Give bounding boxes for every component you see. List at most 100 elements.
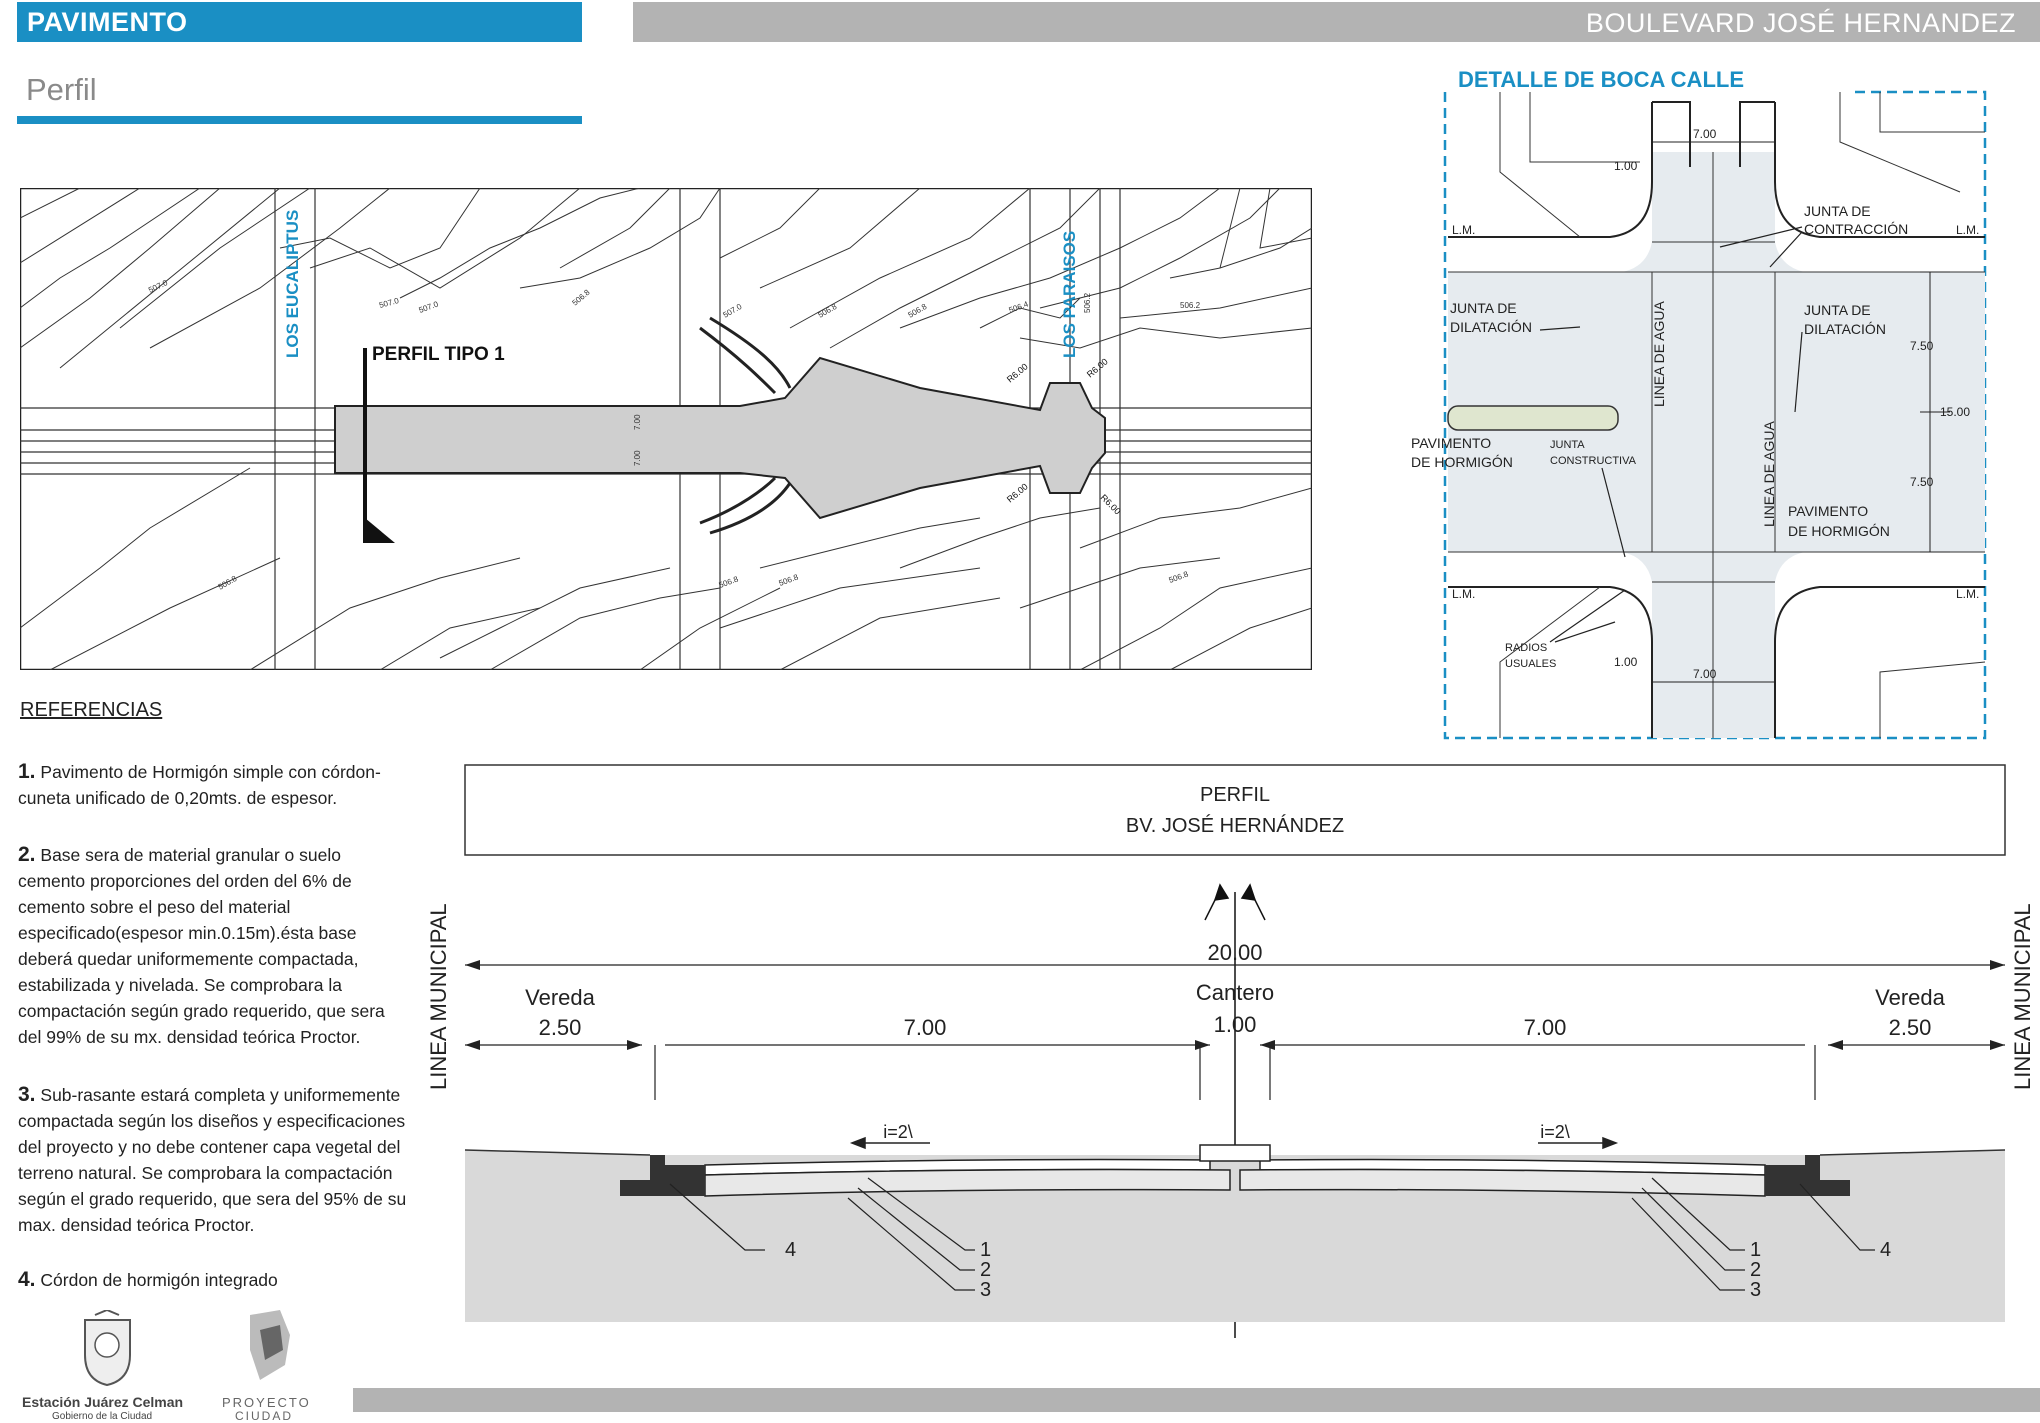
vereda-left-width: 2.50: [539, 1015, 582, 1040]
slope-left: i=2\: [883, 1122, 913, 1142]
curbs: [699, 316, 792, 535]
calzada-right-width: 7.00: [1524, 1015, 1567, 1040]
section-title-box: [464, 764, 2006, 856]
linea-municipal-right: LINEA MUNICIPAL: [2010, 903, 2035, 1090]
dim-top-offset: 1.00: [1614, 159, 1638, 173]
layer-label: 2: [1750, 1259, 1761, 1281]
reference-item: 1. Pavimento de Hormigón simple con córd…: [18, 759, 408, 811]
municipal-seal-icon: [84, 1310, 131, 1387]
reference-item: 2. Base sera de material granular o suel…: [18, 842, 408, 1050]
references-title: REFERENCIAS: [20, 699, 163, 721]
project-title: BOULEVARD JOSÉ HERNANDEZ: [1585, 8, 2016, 38]
layer-label: 1: [980, 1239, 991, 1261]
junta-constructiva-1: JUNTA: [1550, 439, 1585, 451]
plan-dim: 7.00: [633, 414, 642, 430]
logo-proyecto-name: PROYECTO: [222, 1395, 311, 1410]
pavimento-hormigon-r-1: PAVIMENTO: [1788, 503, 1868, 519]
corner-lots: [1448, 101, 1985, 738]
street-label-right: LOS PARAISOS: [1060, 231, 1079, 358]
vereda-right-label: Vereda: [1875, 985, 1945, 1010]
detail-dims: [1652, 141, 1950, 683]
layer-label: 1: [1750, 1239, 1761, 1261]
linea-agua-2: LINEA DE AGUA: [1761, 421, 1777, 527]
lm-label: L.M.: [1452, 587, 1475, 601]
detail-boca-calle: DETALLE DE BOCA CALLE: [1411, 67, 1987, 740]
linea-agua-1: LINEA DE AGUA: [1651, 301, 1667, 407]
plan-view: PERFIL TIPO 1 LOS EUCALIPTUS LOS PARAISO…: [20, 188, 1312, 670]
section-header: PAVIMENTO: [17, 2, 582, 42]
calzada-left-width: 7.00: [904, 1015, 947, 1040]
junta-contraccion-1: JUNTA DE: [1804, 203, 1871, 219]
reference-item: 4. Córdon de hormigón integrado: [18, 1267, 408, 1293]
base-layer-left: [704, 1168, 1231, 1197]
junta-dilatacion-r-1: JUNTA DE: [1804, 302, 1871, 318]
vereda-left-label: Vereda: [525, 985, 595, 1010]
reference-num: 2.: [18, 843, 36, 866]
proyecto-ciudad-logo-icon: [250, 1310, 290, 1380]
logo-municipio-name: Estación Juárez Celman: [22, 1394, 184, 1410]
junta-dilatacion-r-2: DILATACIÓN: [1804, 321, 1886, 337]
perfil-label: PERFIL TIPO 1: [372, 344, 505, 365]
layer-label: 2: [980, 1259, 991, 1281]
layer-label: 3: [980, 1279, 991, 1301]
paved-boulevard: [334, 356, 1106, 520]
reference-num: 1.: [18, 760, 36, 783]
perfil-arrow: [365, 518, 395, 543]
reference-item: 3. Sub-rasante estará completa y uniform…: [18, 1082, 408, 1238]
radios-usuales-1: RADIOS: [1505, 642, 1547, 654]
junta-dilatacion-l-2: DILATACIÓN: [1450, 319, 1532, 335]
layer-label: 3: [1750, 1279, 1761, 1301]
dim-arrows: [465, 960, 2005, 1050]
reference-num: 3.: [18, 1083, 36, 1106]
dim-top: 7.00: [1693, 127, 1717, 141]
pavimento-hormigon-l-2: DE HORMIGÓN: [1411, 454, 1513, 470]
plan-dim: 7.00: [633, 450, 642, 466]
lot-lines: [1448, 92, 1986, 738]
street-label-left: LOS EUCALIPTUS: [283, 210, 302, 358]
lm-label: L.M.: [1452, 223, 1475, 237]
project-header: BOULEVARD JOSÉ HERNANDEZ: [633, 2, 2040, 42]
contour-label: 506.2: [1180, 301, 1201, 310]
pavement-strip: [1447, 405, 1619, 431]
junta-dilatacion-l-1: JUNTA DE: [1450, 300, 1517, 316]
reference-text: Pavimento de Hormigón simple con córdon-…: [18, 762, 381, 808]
junta-contraccion-2: CONTRACCIÓN: [1804, 221, 1908, 237]
contour-label: 506.2: [1083, 292, 1092, 313]
footer-bar: [353, 1388, 2040, 1412]
cross-section: PERFIL BV. JOSÉ HERNÁNDEZ LINEA MUNICIPA…: [426, 764, 2035, 1338]
reference-text: Base sera de material granular o suelo c…: [18, 845, 385, 1047]
curb-right: [1765, 1155, 1850, 1196]
dim-750a: 7.50: [1910, 339, 1934, 353]
page-subtitle: Perfil: [26, 72, 97, 107]
slope-arrows: [849, 1136, 1619, 1150]
junta-constructiva-2: CONSTRUCTIVA: [1550, 455, 1637, 467]
pavimento-hormigon-l-1: PAVIMENTO: [1411, 435, 1491, 451]
section-dims: [465, 964, 2005, 1100]
vereda-right-width: 2.50: [1889, 1015, 1932, 1040]
curb-label: 4: [1880, 1239, 1891, 1261]
curb-label: 4: [785, 1239, 796, 1261]
total-width: 20.00: [1207, 940, 1262, 965]
dim-bottom: 7.00: [1693, 667, 1717, 681]
radios-usuales-2: USUALES: [1505, 658, 1556, 670]
detail-frame: [1443, 90, 1987, 740]
pavimento-hormigon-r-2: DE HORMIGÓN: [1788, 523, 1890, 539]
reference-num: 4.: [18, 1268, 36, 1291]
logo-municipio-sub: Gobierno de la Ciudad: [52, 1411, 153, 1422]
slope-right: i=2\: [1540, 1122, 1570, 1142]
dim-1500: 15.00: [1940, 405, 1970, 419]
subtitle-underline: [17, 116, 582, 124]
section-title-line2: BV. JOSÉ HERNÁNDEZ: [1126, 814, 1344, 837]
dim-bottom-offset: 1.00: [1614, 655, 1638, 669]
callout-lines: [669, 1177, 1875, 1291]
dim-750b: 7.50: [1910, 475, 1934, 489]
cantero-label: Cantero: [1196, 980, 1274, 1005]
detail-title: DETALLE DE BOCA CALLE: [1458, 67, 1744, 92]
section-title: PAVIMENTO: [27, 7, 188, 37]
leader-lines: [1539, 226, 1803, 643]
curb-left: [620, 1155, 705, 1196]
lm-label: L.M.: [1956, 223, 1979, 237]
section-title-line1: PERFIL: [1200, 784, 1270, 806]
cantero-width: 1.00: [1214, 1012, 1257, 1037]
